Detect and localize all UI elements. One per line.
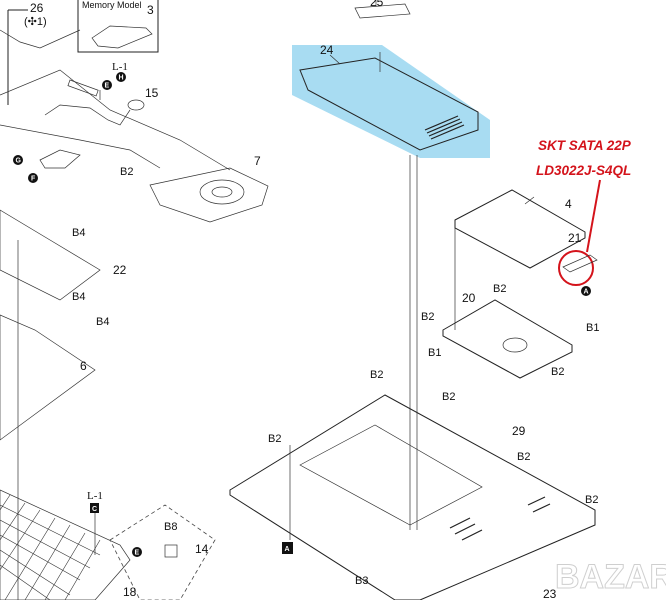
callout-b1: B1 — [586, 322, 599, 334]
callout-l1-bottom: L-1 — [87, 490, 103, 502]
callout-25: 25 — [370, 0, 384, 9]
memory-model-label: Memory Model — [82, 0, 142, 10]
badge-g: G — [16, 158, 22, 165]
callout-b4: B4 — [72, 227, 85, 239]
callout-b2: B2 — [421, 311, 434, 323]
callout-b8: B8 — [164, 521, 177, 533]
hard-drive-4: 4 21 A — [454, 189, 598, 330]
system-board-assembly: 26 (✣1) L-1 H E 15 G F B2 7 — [0, 1, 269, 223]
callout-b4: B4 — [72, 291, 85, 303]
callout-b3: B3 — [355, 575, 368, 587]
hdd-bracket-20: 20 B2 B2 B1 B1 B2 — [421, 283, 599, 379]
callout-20: 20 — [462, 291, 476, 305]
callout-22: 22 — [113, 263, 127, 277]
callout-b4: B4 — [96, 316, 109, 328]
callout-b2: B2 — [370, 369, 383, 381]
callout-l1-top: L-1 — [112, 61, 128, 73]
callout-23: 23 — [543, 587, 557, 600]
callout-b2: B2 — [551, 366, 564, 378]
callout-26-qty: (✣1) — [24, 16, 47, 28]
badge-a-square: A — [285, 546, 290, 553]
callout-b2: B2 — [268, 433, 281, 445]
callout-24: 24 — [320, 43, 334, 57]
sata-connector-annotation: SKT SATA 22P LD3022J-S4QL — [536, 138, 632, 286]
plates-22-6: B4 B4 B4 22 6 — [0, 209, 127, 600]
callout-b1: B1 — [428, 347, 441, 359]
callout-b2: B2 — [517, 451, 530, 463]
callout-4: 4 — [565, 197, 572, 211]
part-25: 25 — [354, 0, 411, 19]
watermark-logo: BAZAR — [555, 558, 666, 596]
callout-7: 7 — [254, 154, 261, 168]
highlight-region — [292, 45, 490, 158]
annotation-line-1: SKT SATA 22P — [538, 138, 632, 153]
badge-f: F — [31, 176, 36, 183]
callout-21: 21 — [568, 231, 582, 245]
callout-b2: B2 — [585, 494, 598, 506]
badge-a: A — [584, 289, 589, 296]
callout-15: 15 — [145, 86, 159, 100]
badge-h: H — [119, 75, 124, 82]
callout-b2: B2 — [493, 283, 506, 295]
badge-e: E — [105, 83, 110, 90]
callout-b2: B2 — [442, 391, 455, 403]
callout-29: 29 — [512, 424, 526, 438]
annotation-line-2: LD3022J-S4QL — [536, 163, 631, 178]
callout-14: 14 — [195, 542, 209, 556]
keyboard: L-1 C B8 E 14 18 — [0, 489, 216, 600]
callout-18: 18 — [123, 585, 137, 599]
highlighted-cover-24: 24 — [292, 43, 490, 530]
callout-26: 26 — [30, 1, 44, 15]
callout-b2: B2 — [120, 166, 133, 178]
badge-c: C — [92, 506, 97, 513]
callout-6: 6 — [80, 359, 87, 373]
memory-model-box: Memory Model 3 — [77, 0, 159, 53]
callout-3: 3 — [147, 3, 154, 17]
base-enclosure-23: B2 B2 B2 29 B2 B2 A B3 23 — [229, 369, 598, 600]
badge-e: E — [135, 550, 140, 557]
